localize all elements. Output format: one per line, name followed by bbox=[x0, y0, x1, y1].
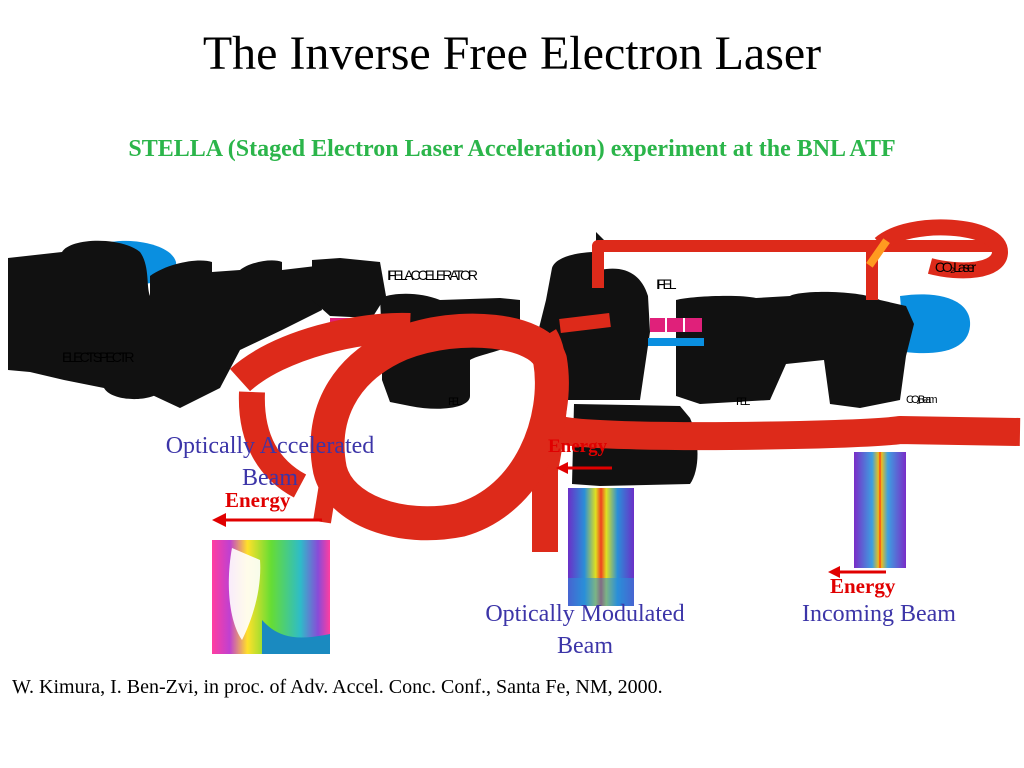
citation: W. Kimura, I. Ben-Zvi, in proc. of Adv. … bbox=[12, 676, 663, 698]
energy-label-accelerated: Energy bbox=[225, 488, 291, 512]
optically-modulated-beam-label: Optically Modulated Beam bbox=[485, 601, 685, 659]
ifel-buncher-label: IFEL bbox=[656, 276, 677, 292]
stage-1-label: IFEL bbox=[448, 396, 462, 408]
modulated-beam-image bbox=[568, 488, 634, 606]
energy-arrow-incoming bbox=[828, 566, 886, 578]
laser-mirror bbox=[866, 238, 890, 268]
energy-label-incoming: Energy bbox=[830, 574, 896, 598]
co2-laser-beam-path bbox=[229, 219, 1021, 552]
energy-label-modulated: Energy bbox=[548, 436, 608, 457]
co2-beam-label: CO₂ Beam bbox=[906, 394, 938, 406]
energy-arrow-accelerated bbox=[212, 513, 322, 527]
slide-subtitle: STELLA (Staged Electron Laser Accelerati… bbox=[128, 136, 896, 162]
accelerated-beam-image bbox=[212, 540, 330, 654]
ifel-accelerator-label: IFEL ACCELERATOR bbox=[387, 267, 478, 283]
energy-arrow-modulated bbox=[556, 462, 612, 474]
slide-title: The Inverse Free Electron Laser bbox=[202, 27, 822, 80]
co2-laser-label: CO₂ Laser bbox=[934, 259, 976, 275]
stage-2-label: IFEL bbox=[736, 396, 750, 408]
optically-accelerated-beam-label: Optically Accelerated Beam bbox=[165, 433, 375, 491]
incoming-beam-label: Incoming Beam bbox=[802, 601, 956, 627]
dipole-magnet-right bbox=[900, 294, 971, 354]
electron-spectrometer-label: ELECT SPECTR bbox=[62, 349, 135, 365]
incoming-beam-image bbox=[854, 452, 906, 568]
